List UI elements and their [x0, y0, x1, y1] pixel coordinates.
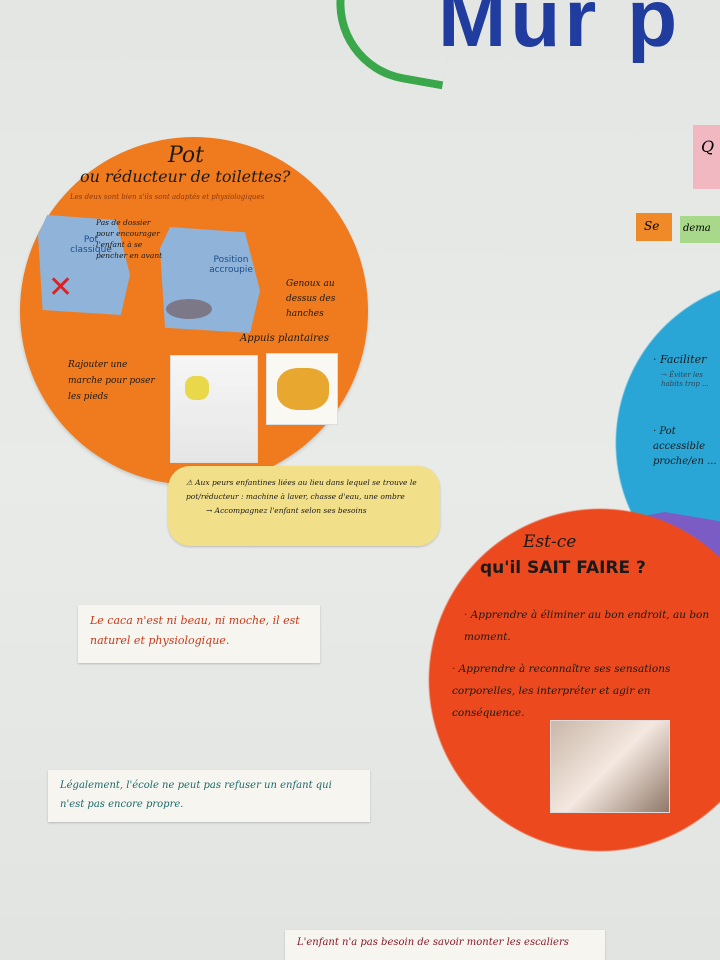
note-knees: Genoux au dessus des hanches — [286, 279, 336, 319]
green-sticky-note: dema — [680, 216, 720, 243]
pink-note-text: Q — [701, 137, 715, 156]
pot-classique-figure: Pot classique ✕ — [38, 215, 130, 315]
blue-item-1-sub: → Éviter les habits trop ... — [661, 371, 709, 388]
red-item-2: · Apprendre à reconnaître ses sensations… — [452, 663, 671, 719]
red-item-1: · Apprendre à éliminer au bon endroit, a… — [464, 609, 710, 643]
strip-escaliers: L'enfant n'a pas besoin de savoir monter… — [285, 930, 605, 960]
red-circle: Est-ce qu'il SAIT FAIRE ? · Apprendre à … — [428, 508, 720, 853]
blue-item-1: · Faciliter — [653, 353, 707, 366]
note-back: Pas de dossier pour encourager l'enfant … — [96, 218, 163, 260]
note-feet: Appuis plantaires — [240, 333, 329, 344]
blue-item-2: · Pot accessible proche/en ... — [653, 426, 717, 467]
baby-photo — [550, 720, 670, 813]
red-title-2: qu'il SAIT FAIRE ? — [480, 558, 646, 578]
strip-ecole: Légalement, l'école ne peut pas refuser … — [48, 770, 370, 822]
orange-subtitle: Les deux sont bien s'ils sont adaptés et… — [70, 193, 265, 201]
page-title: Mur p — [438, 0, 682, 64]
orange-sticky-note: Se — [636, 213, 672, 241]
strip-caca: Le caca n'est ni beau, ni moche, il est … — [78, 605, 320, 663]
red-title-1: Est-ce — [523, 532, 577, 552]
cross-icon: ✕ — [48, 270, 74, 305]
position-accroupie-figure: Position accroupie — [160, 227, 260, 333]
lion-potty-photo — [266, 353, 338, 425]
figure-label: Position accroupie — [209, 255, 253, 275]
figure-label: Pot classique — [70, 235, 112, 255]
pink-sticky-note: Q — [693, 125, 720, 189]
note-step: Rajouter une marche pour poser les pieds — [68, 360, 155, 402]
potty-seat — [166, 299, 212, 319]
orange-title-2: ou réducteur de toilettes? — [80, 167, 291, 186]
yellow-note-line-1: ⚠ Aux peurs enfantines liées au lieu dan… — [186, 478, 417, 501]
yellow-note: ⚠ Aux peurs enfantines liées au lieu dan… — [168, 466, 440, 546]
yellow-note-line-2: → Accompagnez l'enfant selon ses besoins — [206, 506, 367, 515]
orange-title-1: Pot — [168, 143, 204, 168]
orange-circle: Pot ou réducteur de toilettes? Les deux … — [20, 137, 368, 485]
toddler-toilet-photo — [170, 355, 258, 463]
